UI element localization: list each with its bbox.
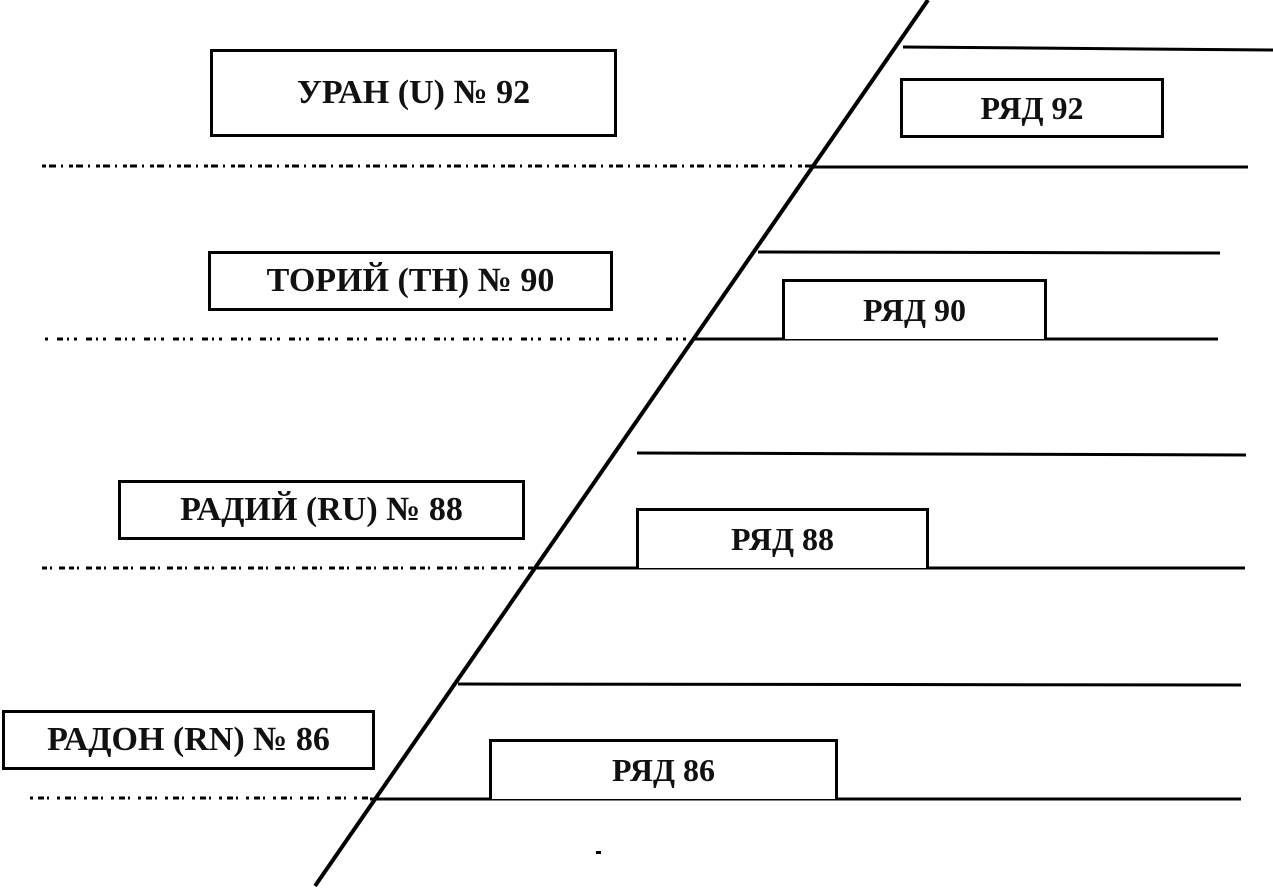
- element-box-uranium: УРАН (U) № 92: [210, 49, 617, 137]
- element-box-thorium: ТОРИЙ (TH) № 90: [208, 251, 613, 311]
- level-line: [757, 250, 1221, 255]
- level-line: [457, 682, 1242, 687]
- level-line: [902, 45, 1273, 52]
- element-box-radon: РАДОН (RN) № 86: [2, 710, 375, 770]
- row-box-90: РЯД 90: [782, 279, 1047, 339]
- element-box-radium: РАДИЙ (RU) № 88: [118, 480, 525, 540]
- level-line: [636, 451, 1247, 457]
- diagonal-line: [313, 0, 930, 888]
- row-box-86: РЯД 86: [489, 739, 838, 799]
- row-box-92: РЯД 92: [900, 78, 1164, 138]
- row-box-88: РЯД 88: [636, 508, 929, 568]
- stray-mark: [596, 851, 601, 854]
